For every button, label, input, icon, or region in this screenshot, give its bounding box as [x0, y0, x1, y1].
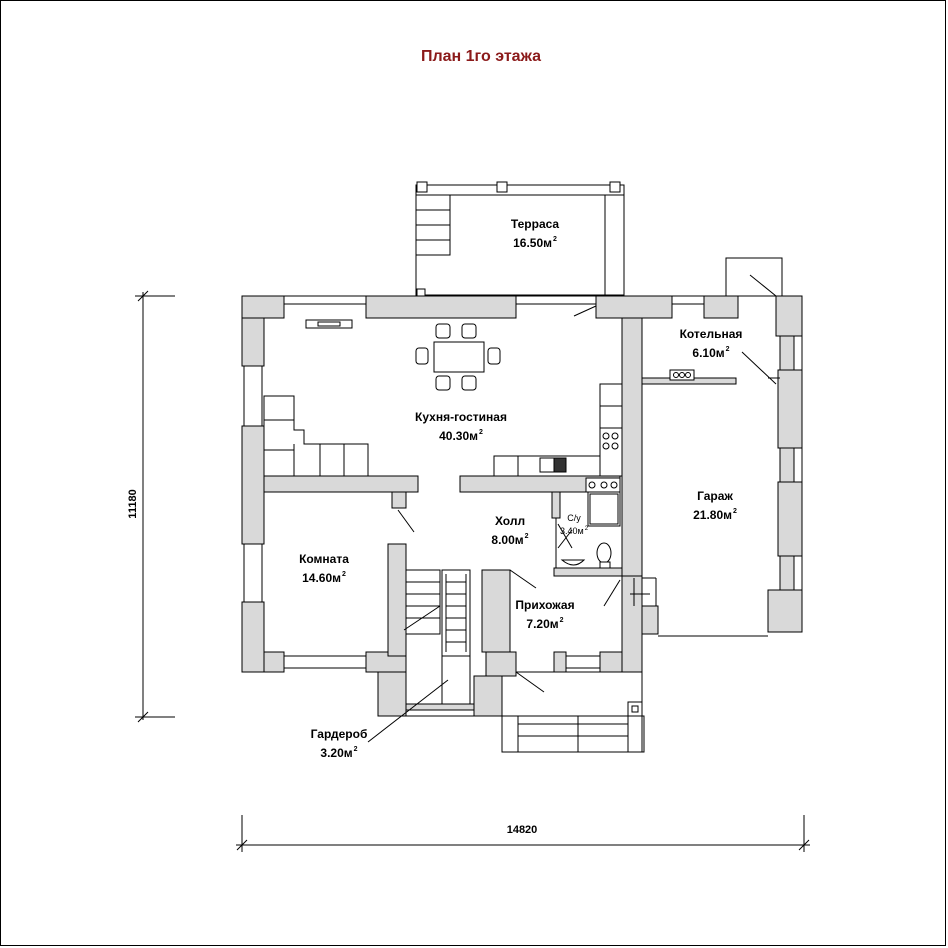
- doors: [397, 305, 657, 693]
- boiler-equipment: [669, 369, 695, 381]
- bathroom-fixtures: [555, 477, 621, 569]
- dimension-horizontal: [236, 815, 810, 852]
- plan-title: План 1го этажа: [420, 48, 542, 65]
- leader-lines: [367, 529, 573, 743]
- entrance-porch: [501, 671, 645, 753]
- dimension-height-label: 11180: [127, 489, 139, 519]
- terrace: [415, 181, 625, 298]
- stairs: [403, 569, 471, 704]
- dimension-vertical: [135, 290, 175, 723]
- garage-outline: [641, 257, 783, 637]
- kitchen-furniture: [263, 319, 623, 477]
- dimension-width-label: 14820: [506, 824, 538, 836]
- windows: [243, 295, 803, 717]
